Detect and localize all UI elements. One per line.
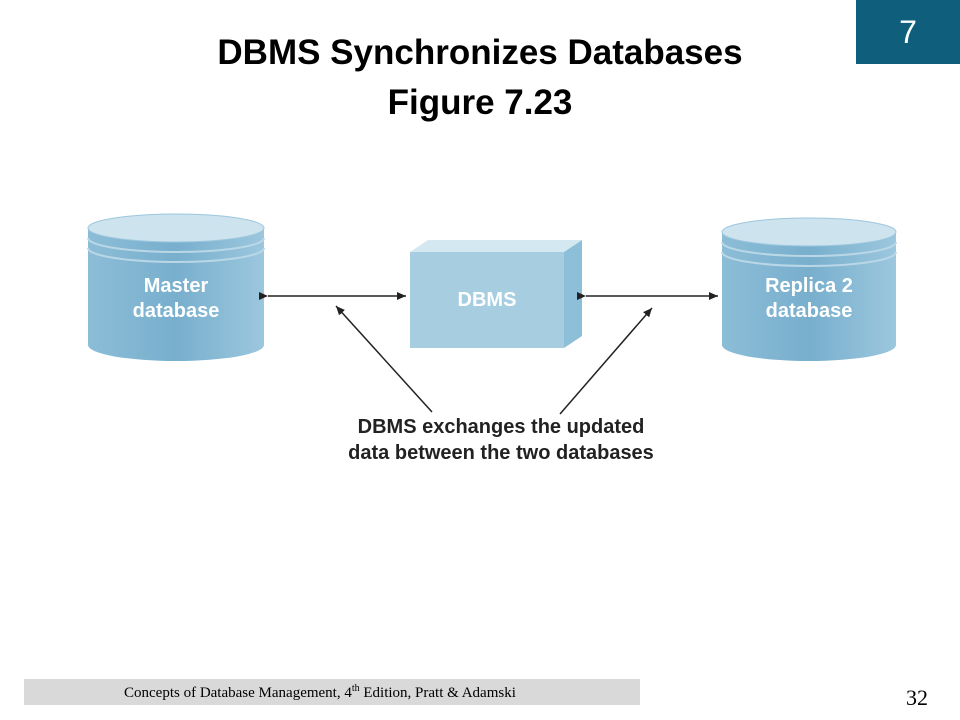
diagram-caption-line1: DBMS exchanges the updated xyxy=(358,416,645,438)
footer-text-end: Edition, Pratt & Adamski xyxy=(359,685,516,701)
footer-bar xyxy=(24,679,640,705)
master-database-cylinder: Master database xyxy=(87,213,265,361)
slide-title-line2: Figure 7.23 xyxy=(387,83,573,122)
chapter-badge: 7 xyxy=(856,0,960,64)
dbms-box: DBMS xyxy=(410,240,582,348)
caption-pointer-left xyxy=(335,305,433,413)
diagram-caption-line2: data between the two databases xyxy=(348,442,654,464)
master-database-label-line2: database xyxy=(133,300,220,322)
slide-title-line1: DBMS Synchronizes Databases xyxy=(217,33,743,72)
footer-text-start: Concepts of Database Management, 4 xyxy=(124,685,352,701)
dbms-label: DBMS xyxy=(458,289,517,311)
master-database-label-line1: Master xyxy=(144,275,209,297)
footer-superscript: th xyxy=(351,683,360,694)
footer-citation: Concepts of Database Management, 4th Edi… xyxy=(124,683,516,702)
caption-pointer-right xyxy=(559,307,653,415)
replica-database-label-line2: database xyxy=(766,300,853,322)
replica-database-cylinder: Replica 2 database xyxy=(721,217,897,361)
replica-database-label-line1: Replica 2 xyxy=(765,275,853,297)
page-number: 32 xyxy=(906,685,928,710)
slide-title: DBMS Synchronizes Databases Figure 7.23 xyxy=(120,28,840,128)
